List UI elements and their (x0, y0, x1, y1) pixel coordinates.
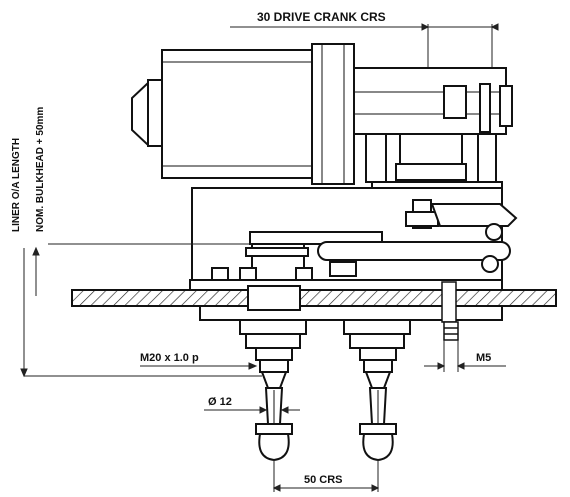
crs-label: 50 CRS (304, 474, 343, 486)
motor (131, 43, 355, 185)
liner-length-label: LINER O/A LENGTH (11, 138, 22, 232)
crank-linkage (211, 199, 518, 281)
liner-right (343, 319, 411, 462)
thread-label: M20 x 1.0 p (140, 352, 199, 364)
diameter-label: Ø 12 (208, 396, 232, 408)
m5-label: M5 (476, 352, 491, 364)
drive-crank-label: 30 DRIVE CRANK CRS (257, 10, 386, 24)
bulkhead-label: NOM. BULKHEAD + 50mm (35, 107, 46, 232)
thread-leader (140, 362, 258, 370)
crs-dimension (272, 460, 380, 492)
liner-left (239, 319, 307, 462)
m5-dimension (424, 340, 506, 372)
gearbox (353, 67, 513, 203)
bulkhead-plate (71, 281, 557, 323)
dimension-vertical (20, 243, 262, 378)
diameter-dimension (204, 406, 300, 414)
m5-screw (443, 321, 459, 341)
